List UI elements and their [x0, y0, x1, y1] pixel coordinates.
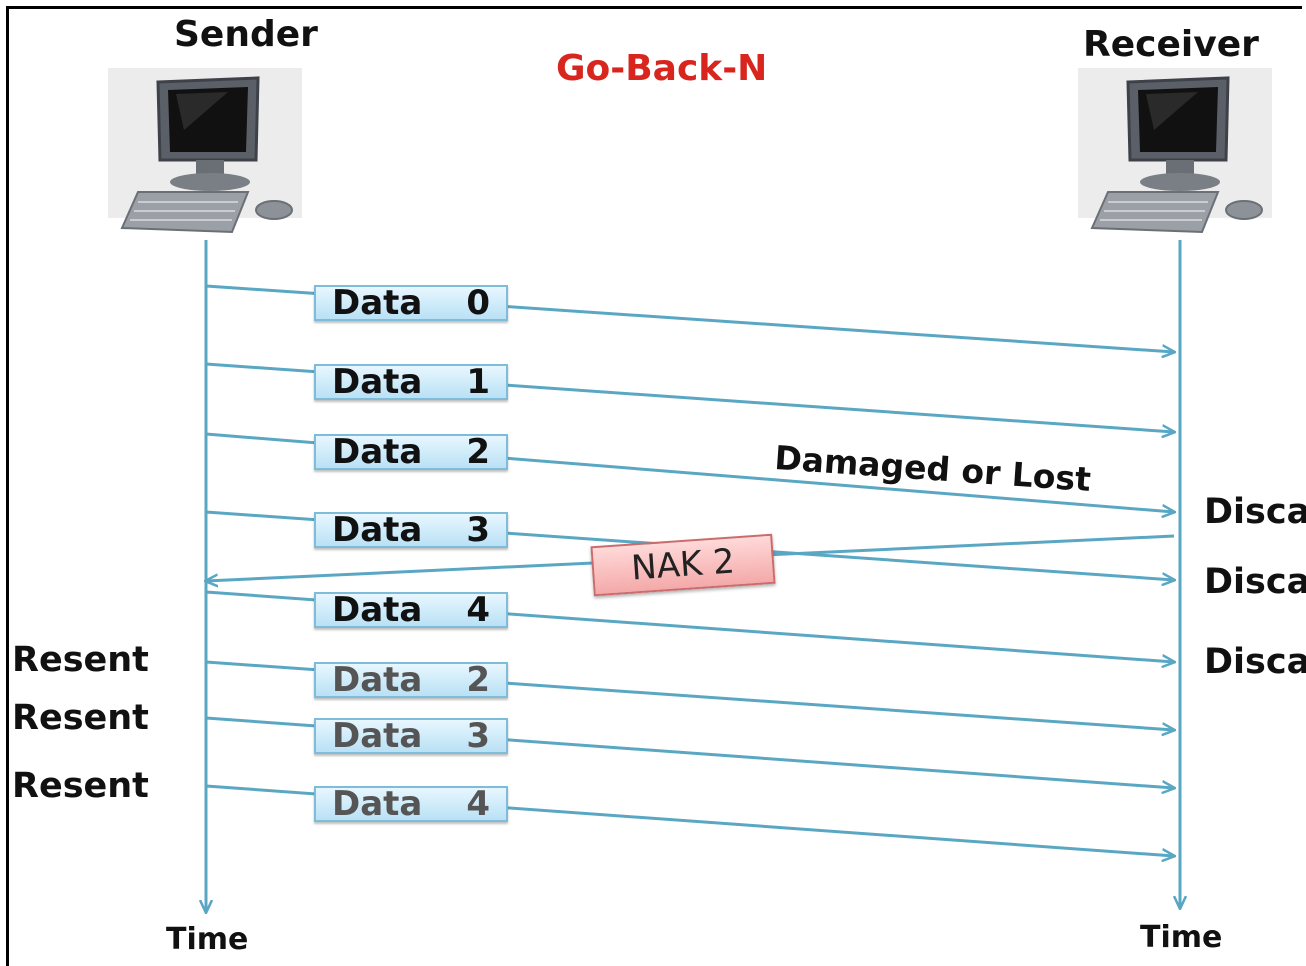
- resent-label: Resent: [12, 640, 149, 680]
- receiver-label: Receiver: [1083, 24, 1259, 65]
- discard-label: Disca: [1204, 642, 1306, 682]
- resent-label: Resent: [12, 766, 149, 806]
- discard-label: Disca: [1204, 562, 1306, 602]
- receiver-computer-icon: [1078, 68, 1272, 234]
- receiver-time-label: Time: [1140, 920, 1223, 955]
- diagram-title: Go-Back-N: [556, 48, 768, 89]
- sender-computer-icon: [108, 68, 302, 234]
- sender-label: Sender: [174, 14, 318, 55]
- discard-label: Disca: [1204, 492, 1306, 532]
- diagram-frame: [6, 6, 1302, 966]
- resent-label: Resent: [12, 698, 149, 738]
- sender-time-label: Time: [166, 922, 249, 957]
